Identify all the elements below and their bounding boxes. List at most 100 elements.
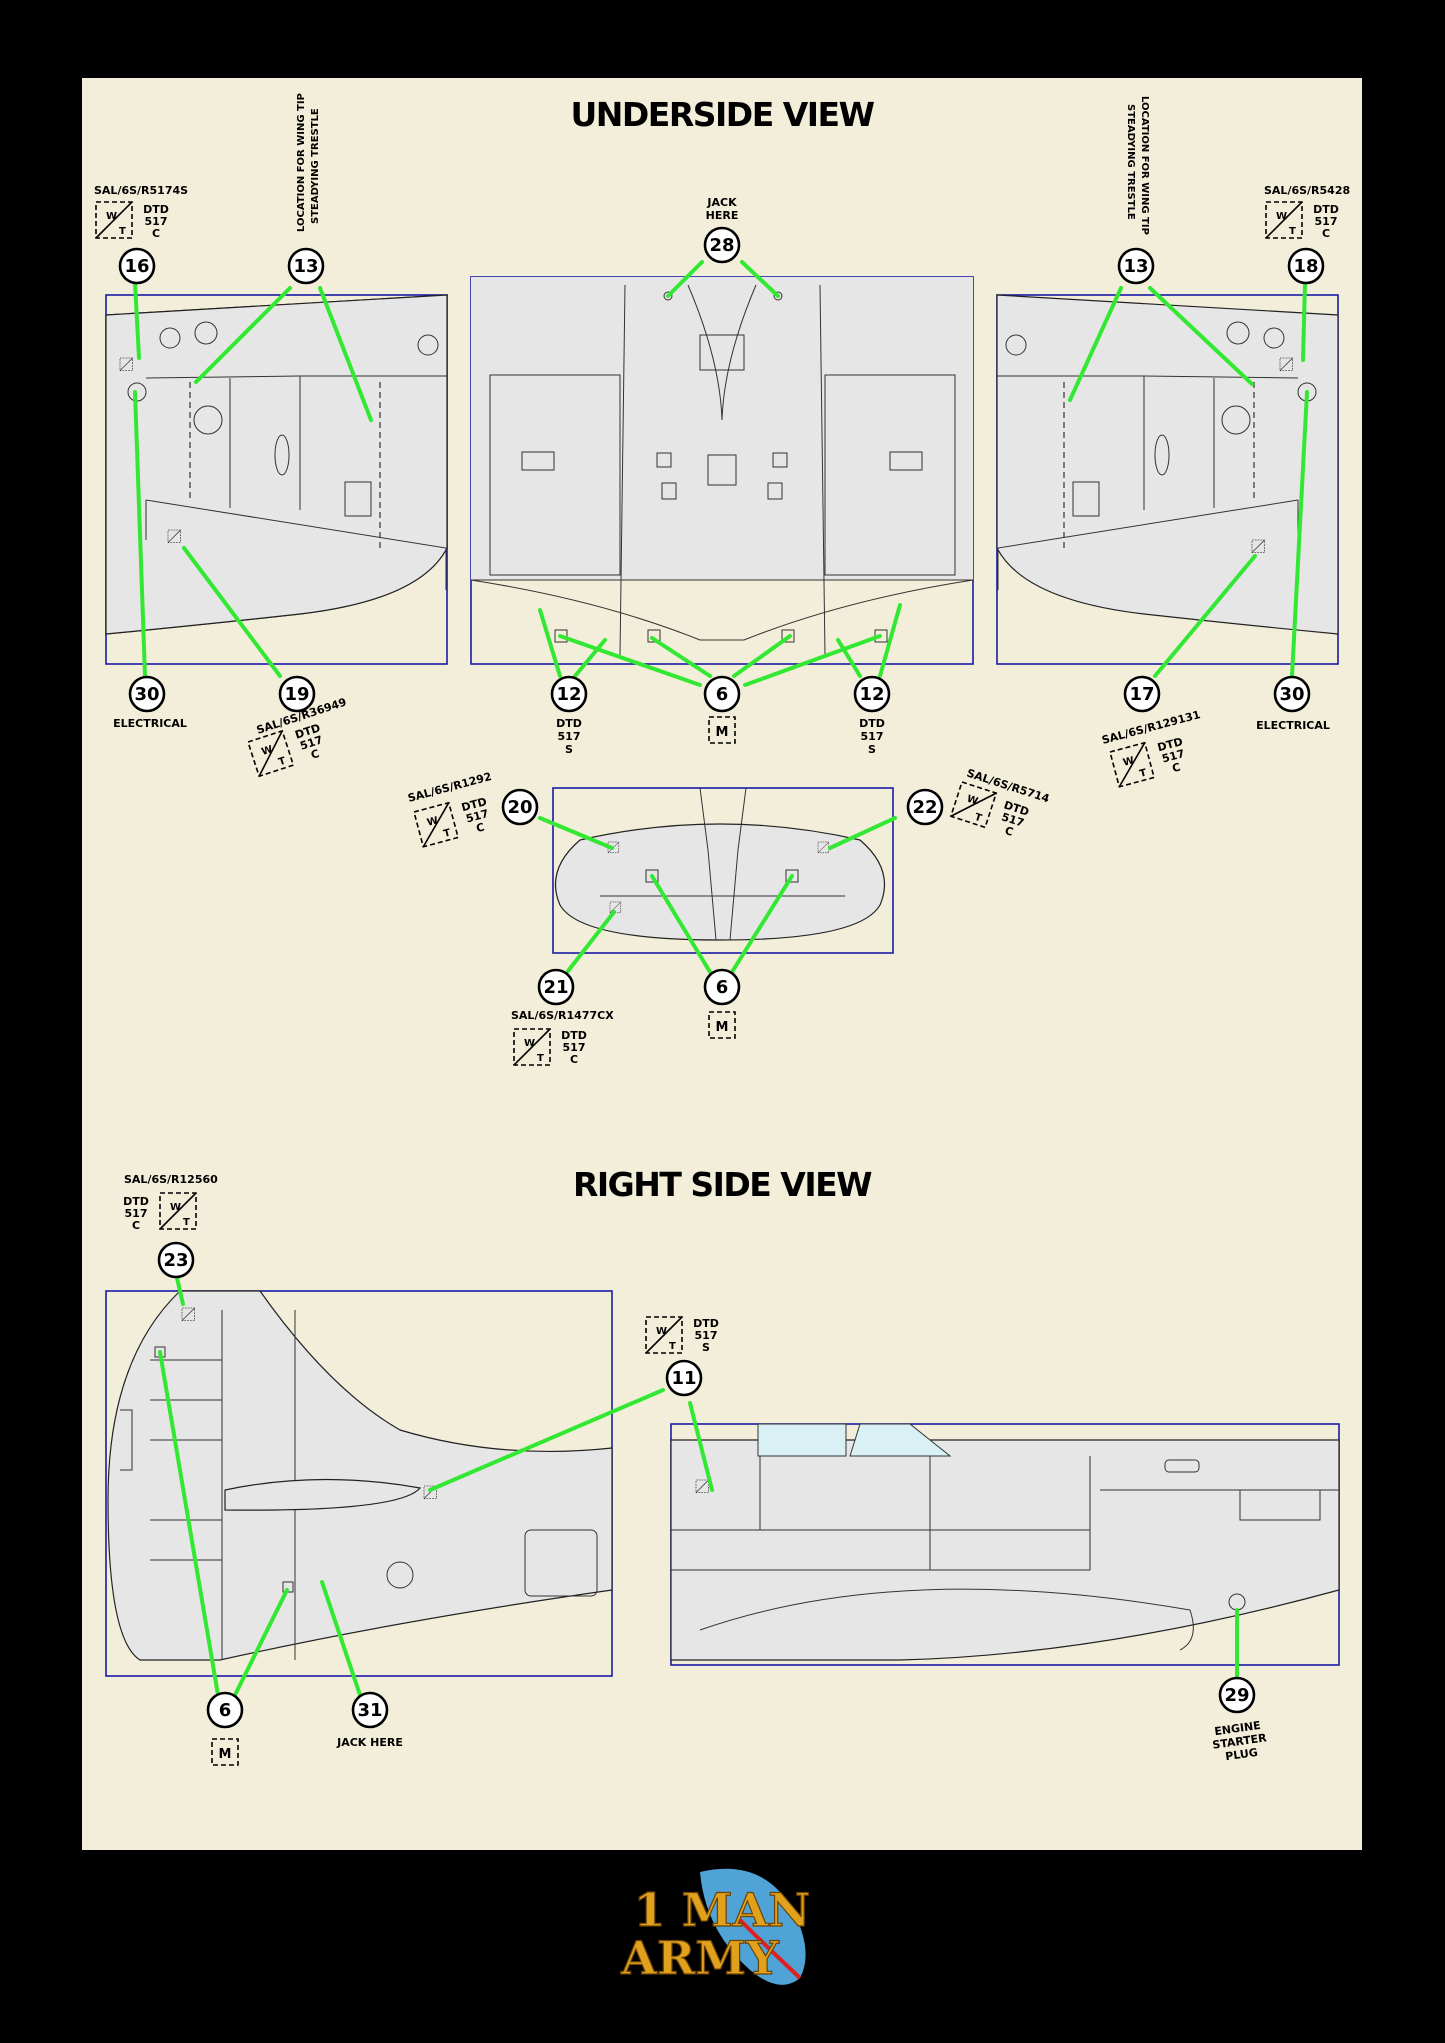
trestle-label-left-line1: LOCATION FOR WING TIP: [296, 93, 307, 232]
svg-text:T: T: [537, 1053, 544, 1064]
svg-text:C: C: [309, 747, 321, 762]
svg-text:C: C: [475, 821, 486, 836]
callout-6-underside: 6: [703, 675, 741, 713]
svg-text:W: W: [106, 211, 117, 222]
callout-22: 22: [906, 788, 944, 826]
callout-6-side: 6: [206, 1691, 244, 1729]
stencil-21-serial: SAL/6S/R1477CX: [511, 1009, 614, 1022]
callout-23: 23: [157, 1241, 195, 1279]
svg-text:T: T: [183, 1217, 190, 1228]
svg-text:6: 6: [716, 684, 729, 705]
svg-text:S: S: [868, 743, 876, 756]
callout-13-left: 13: [287, 247, 325, 285]
svg-text:M: M: [716, 725, 729, 740]
callout-6-tailplane: 6: [703, 968, 741, 1006]
svg-text:W: W: [656, 1326, 667, 1337]
svg-text:DTD: DTD: [859, 717, 885, 730]
trestle-label-left-line2: STEADYING TRESTLE: [310, 108, 321, 224]
callout-markers: 16 13 28 13 18 30 19 12 6 12 17 30 20 22…: [118, 226, 1325, 1729]
svg-text:30: 30: [1279, 684, 1304, 705]
right-wing-view: [996, 294, 1339, 665]
svg-text:28: 28: [709, 235, 734, 256]
callout-12-right: 12: [853, 675, 891, 713]
callout-30-left: 30: [128, 675, 166, 713]
svg-text:T: T: [973, 812, 983, 825]
svg-text:6: 6: [716, 977, 729, 998]
svg-text:C: C: [132, 1219, 140, 1232]
svg-text:11: 11: [671, 1368, 696, 1389]
svg-text:12: 12: [556, 684, 581, 705]
callout-16: 16: [118, 247, 156, 285]
svg-text:DTD: DTD: [143, 203, 169, 216]
svg-text:31: 31: [357, 1700, 382, 1721]
logo-line1: 1 MAN: [634, 1883, 811, 1937]
left-wing-view: [105, 294, 448, 665]
svg-text:C: C: [570, 1053, 578, 1066]
svg-text:23: 23: [163, 1250, 188, 1271]
callout-19: 19: [278, 675, 316, 713]
svg-text:T: T: [442, 827, 452, 839]
svg-text:DTD: DTD: [460, 795, 488, 814]
svg-text:C: C: [152, 227, 160, 240]
svg-text:W: W: [426, 815, 440, 828]
underside-view-title: UNDERSIDE VIEW: [571, 95, 875, 134]
svg-text:6: 6: [219, 1700, 232, 1721]
svg-text:13: 13: [1123, 256, 1148, 277]
svg-text:517: 517: [1315, 215, 1338, 228]
svg-text:517: 517: [558, 730, 581, 743]
callout-20: 20: [501, 788, 539, 826]
callout-17: 17: [1123, 675, 1161, 713]
electrical-label-right: ELECTRICAL: [1256, 719, 1330, 732]
svg-text:17: 17: [1129, 684, 1154, 705]
svg-text:M: M: [219, 1747, 232, 1762]
svg-text:517: 517: [145, 215, 168, 228]
svg-text:C: C: [1003, 824, 1015, 839]
svg-text:517: 517: [695, 1329, 718, 1342]
stencil-17-serial: SAL/6S/R129131: [1100, 708, 1201, 747]
svg-text:T: T: [669, 1341, 676, 1352]
callout-29: 29: [1218, 1676, 1256, 1714]
logo-line2: ARMY: [620, 1931, 780, 1985]
svg-text:T: T: [1289, 226, 1296, 237]
svg-text:12: 12: [859, 684, 884, 705]
callout-13-right: 13: [1117, 247, 1155, 285]
svg-text:T: T: [119, 226, 126, 237]
svg-text:29: 29: [1224, 1685, 1249, 1706]
svg-text:16: 16: [124, 256, 149, 277]
svg-text:W: W: [965, 794, 979, 808]
forward-fuselage-side-view: [670, 1423, 1340, 1666]
svg-text:S: S: [565, 743, 573, 756]
right-side-view-title: RIGHT SIDE VIEW: [573, 1165, 872, 1204]
svg-text:DTD: DTD: [561, 1029, 587, 1042]
callout-30-right: 30: [1273, 675, 1311, 713]
svg-text:517: 517: [1160, 747, 1186, 766]
svg-text:PLUG: PLUG: [1224, 1746, 1258, 1763]
svg-text:C: C: [1322, 227, 1330, 240]
svg-text:13: 13: [293, 256, 318, 277]
svg-text:M: M: [716, 1020, 729, 1035]
svg-text:T: T: [277, 756, 287, 769]
svg-text:30: 30: [134, 684, 159, 705]
stencil-16-serial: SAL/6S/R5174S: [94, 184, 188, 197]
svg-text:517: 517: [125, 1207, 148, 1220]
stencil-23-serial: SAL/6S/R12560: [124, 1173, 218, 1186]
svg-text:ENGINE: ENGINE: [1214, 1719, 1262, 1738]
jack-label-line1: JACK: [706, 196, 737, 209]
callout-28: 28: [703, 226, 741, 264]
svg-text:DTD: DTD: [1156, 735, 1184, 754]
svg-text:T: T: [1138, 767, 1148, 779]
svg-text:W: W: [524, 1038, 535, 1049]
callout-31: 31: [351, 1691, 389, 1729]
jack-label-line2: HERE: [706, 209, 739, 222]
center-fuselage-underside-view: [470, 276, 974, 665]
1man-army-logo: 1 MAN ARMY: [620, 1868, 811, 1986]
callout-18: 18: [1287, 247, 1325, 285]
svg-text:18: 18: [1293, 256, 1318, 277]
tailplane-underside-view: [552, 787, 894, 954]
svg-text:W: W: [170, 1202, 181, 1213]
svg-text:C: C: [1171, 761, 1182, 776]
stencil-18-serial: SAL/6S/R5428: [1264, 184, 1350, 197]
rear-fuselage-side-view: [105, 1290, 613, 1677]
svg-text:DTD: DTD: [556, 717, 582, 730]
